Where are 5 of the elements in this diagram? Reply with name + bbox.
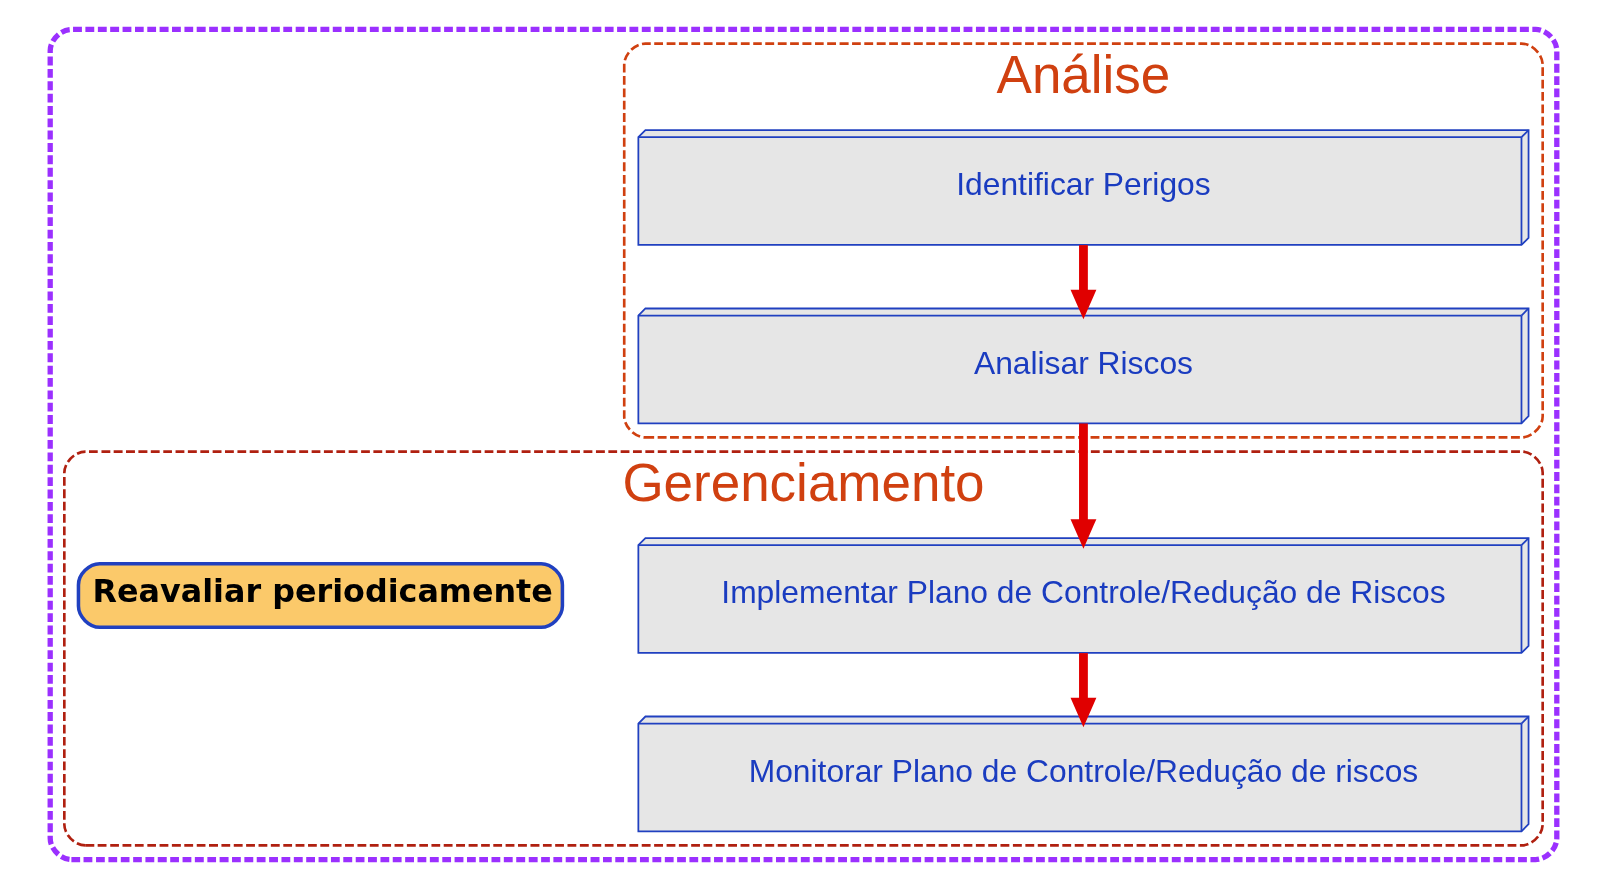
arrow (1070, 423, 1097, 549)
arrow (1070, 653, 1097, 728)
cluster (47, 26, 1560, 863)
node-box: Reavaliar periodicamente (76, 561, 565, 630)
arrow (1070, 245, 1097, 320)
